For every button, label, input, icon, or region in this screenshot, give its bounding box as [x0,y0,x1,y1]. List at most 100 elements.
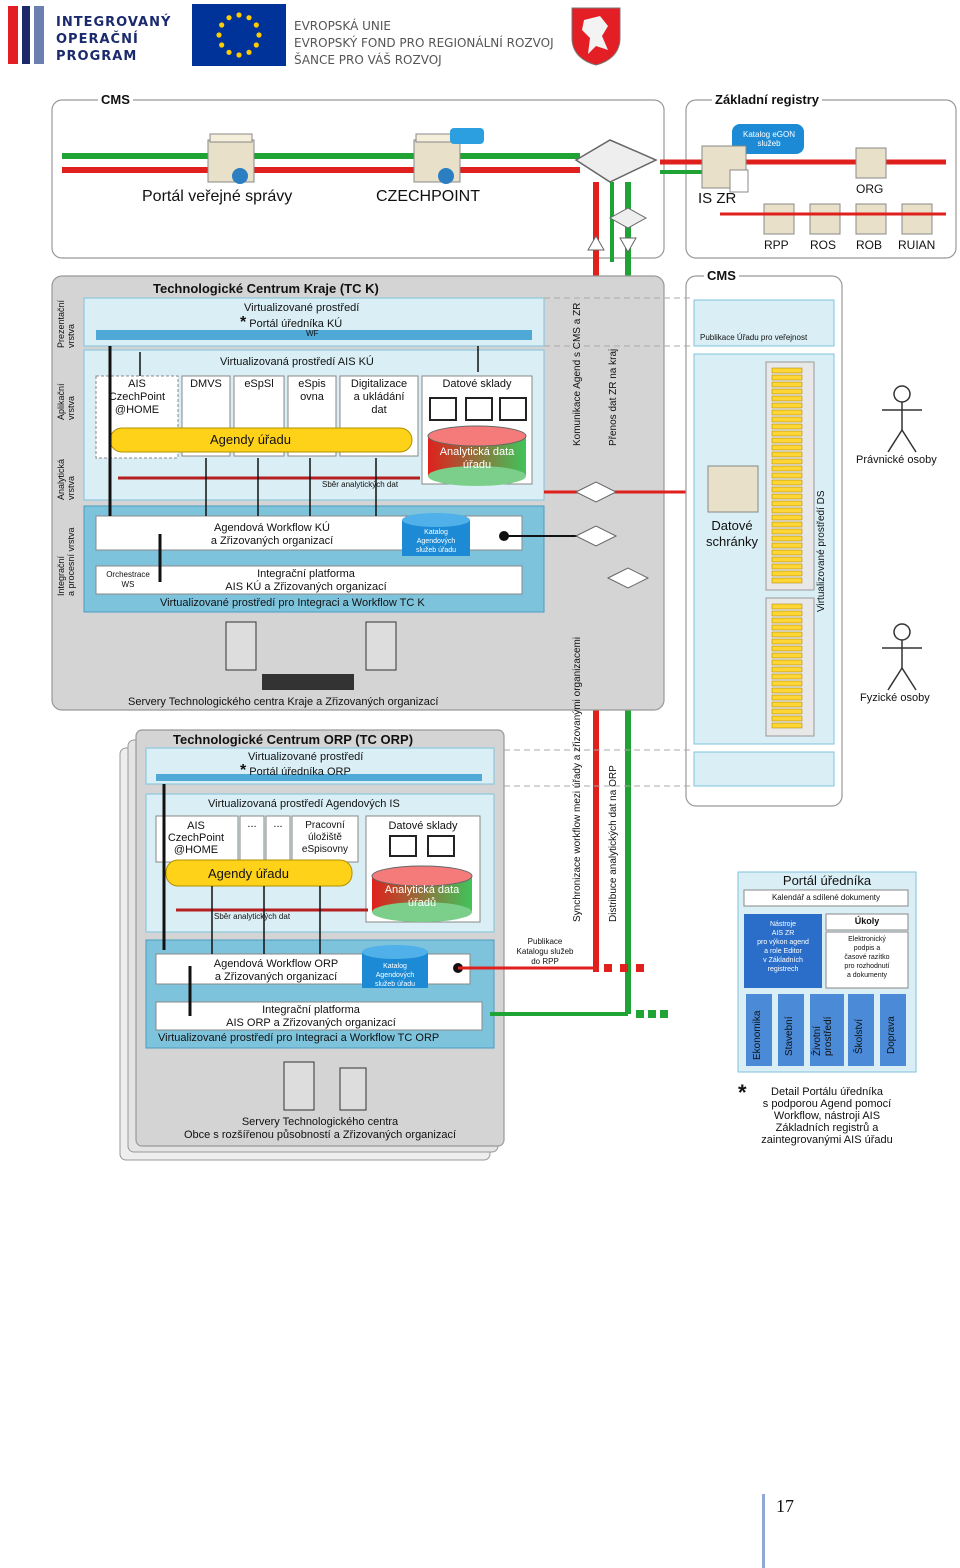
rpp-label: RPP [764,238,789,252]
tck-espsl: eSpSl [244,378,274,390]
tck-virt-ais: Virtualizovaná prostředí AIS KÚ [220,356,374,368]
orp-pracovni: Pracovní úložiště eSpisovny [292,820,358,856]
tck-analyticka: Analytická data úřadu [428,446,526,472]
elektronicky-line: a dokumenty [846,972,888,979]
iop-logo-bar [22,6,30,64]
integr-line: AIS KÚ a Zřizovaných organizací [225,581,387,593]
note-line: zaintegrovanými AIS úřadu [761,1134,893,1146]
agenda-skolstvi: Školství [854,1018,865,1054]
tck-espis: eSpis ovna [288,378,336,404]
eu-star-icon [246,49,252,55]
ds-bar [771,708,803,715]
ds-bar [771,610,803,617]
orp-sber: Sběr analytických dat [214,912,291,921]
iop-logo-bar2 [34,6,44,64]
katalog-line: služeb úřadu [374,981,416,988]
layer-aplikacni: Aplikační vrstva [56,383,76,420]
katalog-line: Katalog [383,963,407,970]
agenda-ekonomika: Ekonomika [752,1010,763,1060]
pracovni-line: Pracovní [305,820,345,831]
ds-bar [771,444,803,451]
espis-line: ovna [300,391,324,403]
tck-virt-portal-2: * Portál úředníka KÚ [240,314,343,331]
tck-wf: WF [306,329,319,338]
publikace-line: Katalogu služeb [516,947,574,956]
tck-agendy: Agendy úřadu [210,432,291,447]
flow-komunikace: Komunikace Agend s CMS a ZR [572,302,583,446]
ds-bar [771,437,803,444]
nastroje-line: v Základních [763,957,803,964]
ds-bar [771,556,803,563]
analyticka-line: úřadů [407,897,437,909]
ds-bar [771,624,803,631]
orch-line: WS [121,580,135,589]
catalog-egon-icon [732,124,804,154]
orp-agendy: Agendy úřadu [208,866,289,881]
tck-digit: Digitalizace a ukládání dat [340,378,418,417]
ukoly-label: Úkoly [854,916,880,926]
ds-bar [771,514,803,521]
ds-bar [771,367,803,374]
ais-line: @HOME [114,404,160,416]
orp-agend-wf: Agendová Workflow ORP a Zřizovaných orga… [196,958,356,984]
eu-star-icon [219,42,225,48]
eu-star-icon [226,49,232,55]
ds-bar [771,528,803,535]
integr-line: Integrační platforma [257,568,355,580]
nastroje-line: Nástroje [769,921,797,928]
orp-virt-portal-1: Virtualizované prostředí [248,751,364,763]
tck-title: Technologické Centrum Kraje (TC K) [150,281,382,296]
orp-ais: AIS CzechPoint @HOME [156,820,236,856]
agenda-doprava: Doprava [886,1016,897,1054]
ds-bar [771,722,803,729]
layer-line: vrstva [66,323,76,348]
nastroje-line: a role Editor [764,948,802,955]
ds-bar [771,694,803,701]
ds-bar [771,458,803,465]
agenda-zivotni: Životní prostředí [812,1016,834,1056]
eu-line: EVROPSKÁ UNIE [294,19,391,33]
ds-bar [771,687,803,694]
eu-star-icon [246,15,252,21]
datove-line: schránky [705,534,759,549]
ais-line: AIS [128,378,146,390]
elektronicky-label: Elektronický podpis a časové razítko pro… [826,935,908,980]
ds-bar [771,570,803,577]
portal-urednika-title: Portál úředníka [782,873,872,888]
ds-bar [771,680,803,687]
pravnicke-label: Právnické osoby [856,454,937,466]
ais-line: CzechPoint [167,832,225,844]
orp-virt-int: Virtualizované prostředí pro Integraci a… [158,1032,440,1044]
registry-servers [763,147,933,235]
note-line: Základních registrů a [775,1122,879,1134]
integr-line: AIS ORP a Zřizovaných organizací [226,1017,396,1029]
agenda-stavebni: Stavební [784,1016,795,1056]
publikace-line: Publikace [527,937,563,946]
elektronicky-line: časové razítko [844,954,890,961]
layer-line: vrstva [66,395,76,420]
nastroje-line: pro výkon agend [757,939,809,946]
czechpoint-server-icon [413,128,484,184]
digit-line: Digitalizace [350,378,408,390]
ds-bar [771,388,803,395]
cms-publikace: Publikace Úřadu pro veřejnost [700,333,808,342]
analyticka-line: Analytická data [384,884,460,896]
eu-star-icon [253,22,259,28]
note-line: s podporou Agend pomocí [762,1098,892,1110]
katalog-line: Katalog [424,529,448,536]
ds-bar [771,479,803,486]
catalog-egon-label: Katalog eGON služeb [742,130,796,148]
eu-text: EVROPSKÁ UNIE EVROPSKÝ FOND PRO REGIONÁL… [294,18,554,69]
fyzicke-label: Fyzické osoby [860,692,930,704]
ruian-label: RUIAN [898,238,936,252]
orp-analyticka: Analytická data úřadů [372,884,472,910]
ds-bar [771,577,803,584]
integr-line: Integrační platforma [262,1004,360,1016]
layer-analyticka: Analytická vrstva [56,459,76,500]
ds-bar [771,701,803,708]
eu-star-icon [253,42,259,48]
datove-schranky-label: Datové schránky [694,518,770,550]
orp-dots-1: ... [247,818,257,830]
ds-bar [771,465,803,472]
ais-line: CzechPoint [108,391,166,403]
